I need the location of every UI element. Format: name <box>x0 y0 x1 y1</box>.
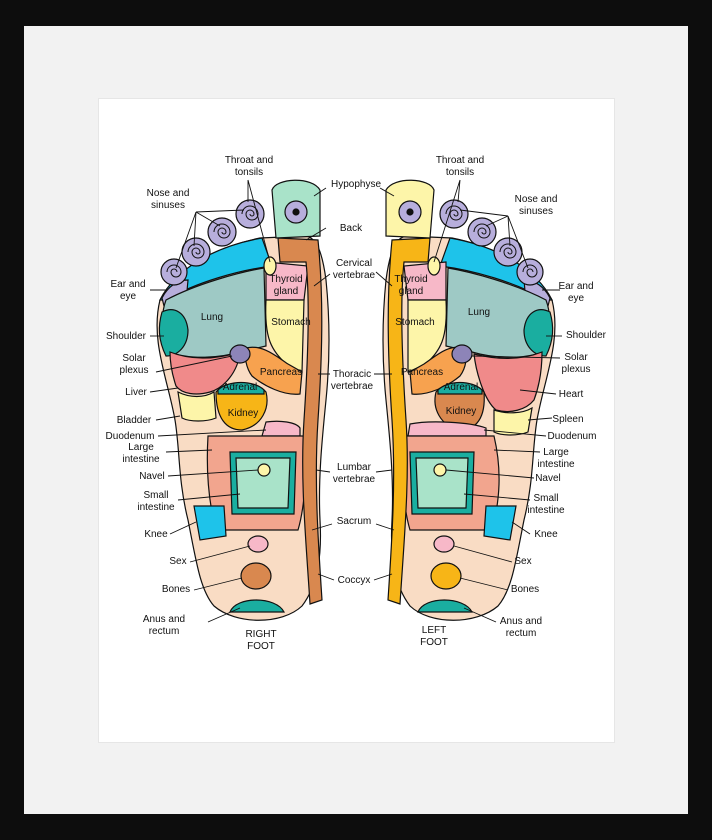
right-throat-spot <box>263 256 277 276</box>
spiral-icon <box>445 205 463 221</box>
label-kidney-right: Kidney <box>228 408 259 419</box>
spiral-icon <box>166 264 182 278</box>
right-bladder-zone <box>177 390 217 422</box>
label-bones-left: Bones <box>511 584 539 595</box>
right-pancreas-zone <box>244 346 303 395</box>
label-lung-left: Lung <box>468 307 490 318</box>
label-knee-right: Knee <box>144 529 168 540</box>
left-navel-zone <box>433 463 447 477</box>
left-pancreas-zone <box>409 346 467 395</box>
right-sex-zone <box>247 535 269 553</box>
left-throat-spot <box>427 256 441 276</box>
right-duodenum-zone <box>261 420 301 437</box>
left-foot <box>382 179 556 621</box>
right-toe-spirals <box>166 205 259 278</box>
left-toe-5 <box>516 258 544 286</box>
right-knee-zone <box>193 505 227 541</box>
spiral-icon <box>187 243 205 259</box>
left-duodenum-zone <box>407 421 487 437</box>
label-shoulder-left: Shoulder <box>566 330 607 341</box>
right-shoulder-zone <box>158 309 189 357</box>
label-back: Back <box>340 223 363 234</box>
leader-lines <box>149 179 562 623</box>
label-kidney-left: Kidney <box>446 406 477 417</box>
left-hypophyse-core <box>406 208 414 216</box>
right-liver-zone <box>169 351 241 395</box>
label-sacrum: Sacrum <box>337 516 371 527</box>
label-heart: Heart <box>559 389 584 400</box>
right-bones-zone <box>240 562 272 590</box>
label-knee-left: Knee <box>534 529 558 540</box>
right-foot <box>156 179 330 621</box>
label-shoulder-right: Shoulder <box>106 331 147 342</box>
label-adrenal-left: Adrenal <box>444 382 478 393</box>
label-spleen: Spleen <box>552 414 583 425</box>
spiral-icon <box>213 223 231 239</box>
label-stomach-left: Stomach <box>395 317 434 328</box>
right-spine-strip <box>277 237 323 605</box>
left-knee-zone <box>483 505 517 541</box>
spiral-icon <box>473 223 491 239</box>
label-duodenum-right: Duodenum <box>106 431 155 442</box>
right-navel-zone <box>257 463 271 477</box>
label-bones-right: Bones <box>162 584 190 595</box>
label-navel-left: Navel <box>535 473 561 484</box>
right-adrenal-zone <box>217 381 265 395</box>
label-coccyx: Coccyx <box>338 575 371 586</box>
label-hypophyse: Hypophyse <box>331 179 381 190</box>
left-solar-plexus-zone <box>451 344 473 364</box>
label-sex-right: Sex <box>169 556 186 567</box>
left-adrenal-zone <box>437 381 483 395</box>
right-anus-rectum-zone <box>229 599 285 613</box>
left-shoulder-zone <box>523 309 554 357</box>
label-duodenum-left: Duodenum <box>548 431 597 442</box>
label-stomach-right: Stomach <box>271 317 310 328</box>
label-sex-left: Sex <box>514 556 531 567</box>
left-heart-zone <box>473 351 543 413</box>
label-adrenal-right: Adrenal <box>223 382 257 393</box>
right-hypophyse-core <box>292 208 300 216</box>
label-pancreas-left: Pancreas <box>401 367 443 378</box>
left-spine-strip <box>387 237 431 605</box>
label-pancreas-right: Pancreas <box>260 367 302 378</box>
left-spleen-zone <box>493 406 533 436</box>
left-sex-zone <box>433 535 455 553</box>
spiral-icon <box>241 205 259 221</box>
label-bladder: Bladder <box>117 415 152 426</box>
right-solar-plexus-zone <box>229 344 251 364</box>
left-bones-zone <box>430 562 462 590</box>
right-toe-5 <box>160 258 188 286</box>
label-lung-right: Lung <box>201 312 223 323</box>
label-navel-right: Navel <box>139 471 165 482</box>
label-liver: Liver <box>125 387 147 398</box>
spiral-icon <box>522 264 538 278</box>
